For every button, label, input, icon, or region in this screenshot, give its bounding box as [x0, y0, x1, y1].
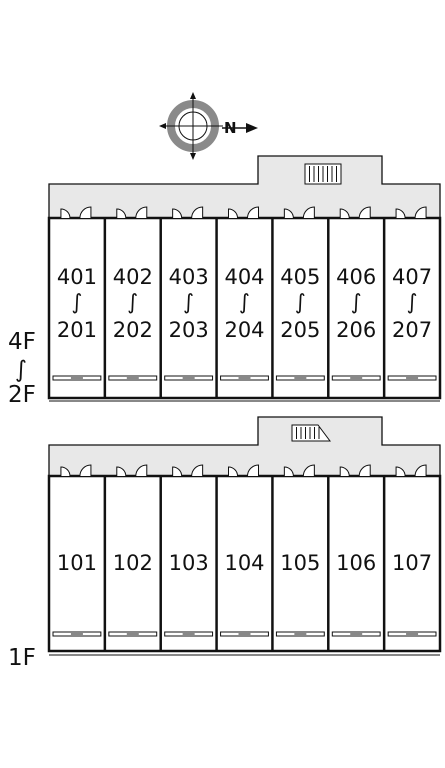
- unit-number-top: 406: [336, 265, 376, 289]
- upper-corridor: [48, 155, 441, 219]
- unit-number: 104: [224, 551, 264, 575]
- door-icon: [339, 464, 371, 477]
- ground-units-outline: [47, 474, 442, 653]
- unit-number-top: 407: [392, 265, 432, 289]
- stairs-icon: [291, 424, 331, 442]
- upper-block: 401∫201402∫202403∫203404∫204405∫205406∫2…: [47, 155, 442, 402]
- unit-label-group: 402∫ 202: [113, 265, 153, 342]
- door-icon: [283, 206, 315, 219]
- compass: N: [159, 92, 258, 160]
- door-icon: [60, 206, 92, 219]
- unit-label-group: 407∫ 207: [392, 265, 432, 342]
- door-icon: [228, 464, 259, 477]
- door-icon: [395, 464, 427, 477]
- compass-north-label: N: [224, 119, 237, 137]
- unit-range-symbol: ∫: [295, 290, 306, 314]
- unit-number-bottom: 201: [57, 318, 97, 342]
- door-icon: [228, 206, 259, 219]
- unit-number-bottom: 202: [113, 318, 153, 342]
- floor-label-2f: 2F: [8, 382, 36, 408]
- unit-label-group: 405∫ 205: [280, 265, 320, 342]
- unit-range-symbol: ∫: [71, 290, 82, 314]
- door-icon: [172, 206, 204, 219]
- ground-corridor: [48, 416, 441, 477]
- floor-range-symbol: ∫: [15, 357, 27, 383]
- unit-number-top: 404: [224, 265, 264, 289]
- unit-number-top: 401: [57, 265, 97, 289]
- unit-range-symbol: ∫: [407, 290, 418, 314]
- unit-number: 101: [57, 551, 97, 575]
- compass-rose-icon: [159, 92, 258, 160]
- unit-range-symbol: ∫: [351, 290, 362, 314]
- unit-number-top: 405: [280, 265, 320, 289]
- door-icon: [395, 206, 427, 219]
- unit-label-group: 401∫ 201: [57, 265, 97, 342]
- unit-label-group: 404∫ 204: [224, 265, 264, 342]
- unit-number: 107: [392, 551, 432, 575]
- unit-number-bottom: 207: [392, 318, 432, 342]
- door-icon: [116, 206, 148, 219]
- unit-range-symbol: ∫: [239, 290, 250, 314]
- unit-number-top: 402: [113, 265, 153, 289]
- door-icon: [283, 464, 315, 477]
- unit-number-bottom: 204: [224, 318, 264, 342]
- unit-number-bottom: 203: [169, 318, 209, 342]
- unit-range-symbol: ∫: [127, 290, 138, 314]
- unit-number: 105: [280, 551, 320, 575]
- stairs-icon: [304, 163, 342, 185]
- door-icon: [116, 464, 148, 477]
- unit-number-bottom: 206: [336, 318, 376, 342]
- unit-label-group: 403∫ 203: [169, 265, 209, 342]
- unit-range-symbol: ∫: [183, 290, 194, 314]
- floor-label-1f: 1F: [8, 645, 36, 671]
- unit-number: 103: [169, 551, 209, 575]
- ground-block: 101 102 103 104 105 106 107: [47, 416, 442, 656]
- unit-number-top: 403: [169, 265, 209, 289]
- floor-label-4f: 4F: [8, 329, 36, 355]
- upper-units-outline: [47, 216, 442, 400]
- unit-number-bottom: 205: [280, 318, 320, 342]
- unit-number: 102: [113, 551, 153, 575]
- door-icon: [339, 206, 371, 219]
- door-icon: [60, 464, 92, 477]
- door-icon: [172, 464, 204, 477]
- unit-number: 106: [336, 551, 376, 575]
- unit-label-group: 406∫ 206: [336, 265, 376, 342]
